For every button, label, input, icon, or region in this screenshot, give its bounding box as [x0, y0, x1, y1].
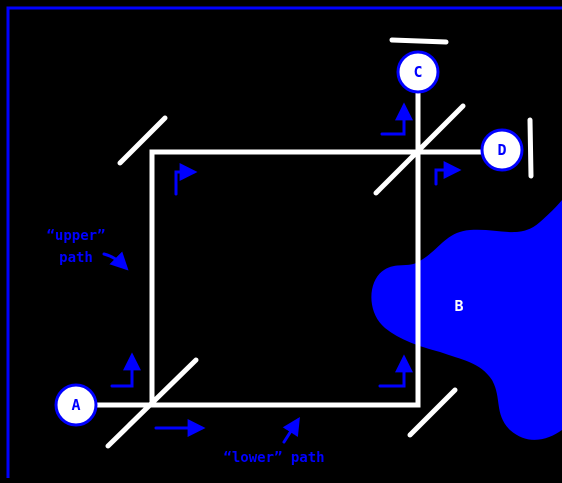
region-b-blob — [371, 200, 562, 440]
lower-path-beam — [149, 149, 421, 408]
mirror-top-left — [117, 115, 168, 166]
node-d-label: D — [497, 141, 506, 159]
border-frame — [6, 6, 562, 483]
upper-path-beam — [149, 149, 423, 408]
region-b-label: B — [454, 297, 463, 315]
arrow-upper-label-pointer — [102, 251, 129, 271]
mirror-bottom-right — [407, 387, 458, 438]
optical-elements — [105, 37, 534, 449]
detector-c-plate — [389, 37, 449, 45]
arrow-lower-label-pointer — [282, 416, 300, 444]
node-a-label: A — [71, 396, 80, 414]
lower-path-label: “lower” path — [223, 450, 324, 466]
node-c: C — [396, 50, 440, 94]
node-a: A — [54, 383, 98, 427]
arrow-bend-5 — [434, 161, 462, 186]
detector-d-plate — [527, 117, 534, 179]
node-d: D — [480, 128, 524, 172]
arrow-bend-2 — [174, 163, 198, 196]
beam-splitter-input — [105, 357, 199, 449]
arrow-bend-3 — [378, 354, 413, 388]
beam-paths — [75, 89, 487, 408]
direction-arrows — [102, 102, 462, 444]
node-c-label: C — [413, 63, 422, 81]
beam-splitter-output — [373, 103, 466, 196]
upper-path-label-line2: path — [59, 250, 93, 266]
arrow-bend-4 — [380, 102, 413, 136]
arrow-bend-1 — [110, 352, 141, 388]
upper-path-label-line1: “upper” — [46, 228, 105, 244]
